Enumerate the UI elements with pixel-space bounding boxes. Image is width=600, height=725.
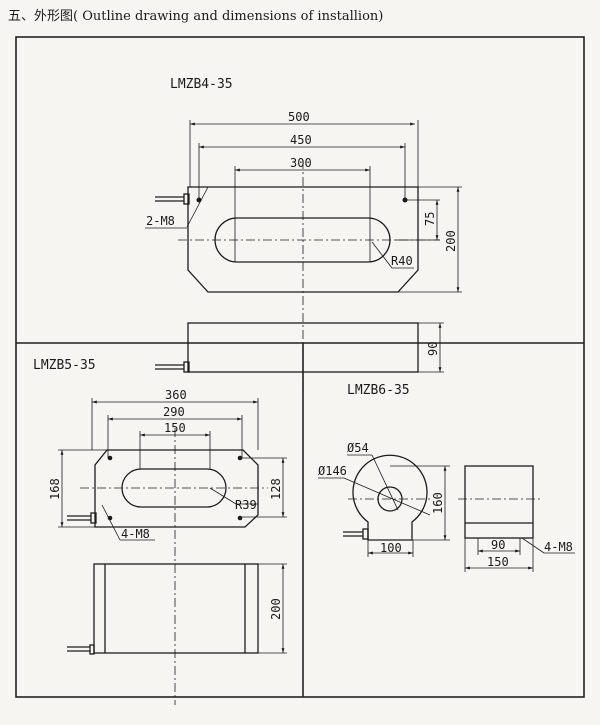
lmzb5-dim-360: 360 xyxy=(165,388,187,402)
page-title: 五、外形图( Outline drawing and dimensions of… xyxy=(8,9,384,24)
lmzb5-dim-128: 128 xyxy=(269,478,283,500)
lmzb4-side-view xyxy=(187,322,419,373)
lmzb5-drawing: LMZB5-35 360 290 150 168 128 R3 xyxy=(33,358,287,705)
lmzb4-holes: 2-M8 xyxy=(146,214,175,228)
lmzb6-holes: 4-M8 xyxy=(544,540,573,554)
lmzb6-body xyxy=(352,454,428,541)
lmzb5-body xyxy=(94,449,259,528)
lmzb4-dim-450: 450 xyxy=(290,133,312,147)
drawing-frame xyxy=(15,36,585,698)
terminal-icon xyxy=(362,528,369,540)
lmzb6-dim-100: 100 xyxy=(380,541,402,555)
lmzb6-drawing: LMZB6-35 160 100 Ø54 Ø146 90 150 xyxy=(318,383,575,572)
lmzb6-side-view xyxy=(464,465,534,539)
lmzb4-dim-300: 300 xyxy=(290,156,312,170)
lmzb4-dim-90: 90 xyxy=(426,342,440,356)
lmzb4-radius: R40 xyxy=(391,254,413,268)
lmzb5-radius: R39 xyxy=(235,498,257,512)
lmzb4-model-label: LMZB4-35 xyxy=(170,77,233,92)
terminal-icon xyxy=(183,193,190,205)
lmzb4-dim-200: 200 xyxy=(444,230,458,252)
lmzb6-dia-inner: Ø54 xyxy=(347,441,369,455)
lmzb5-dim-168: 168 xyxy=(48,478,62,500)
lmzb6-model-label: LMZB6-35 xyxy=(347,383,410,398)
lmzb4-dim-500: 500 xyxy=(288,110,310,124)
lmzb4-drawing: LMZB4-35 500 450 300 75 xyxy=(145,77,462,385)
lmzb5-model-label: LMZB5-35 xyxy=(33,358,96,373)
lmzb4-dim-75: 75 xyxy=(423,212,437,226)
lmzb5-dim-290: 290 xyxy=(163,405,185,419)
lmzb5-dim-200: 200 xyxy=(269,598,283,620)
lmzb5-holes: 4-M8 xyxy=(121,527,150,541)
lmzb6-dim-160: 160 xyxy=(431,492,445,514)
lmzb5-side-view xyxy=(93,563,259,654)
lmzb6-dim-150: 150 xyxy=(487,555,509,569)
lmzb6-dim-90: 90 xyxy=(491,538,505,552)
terminal-icon xyxy=(90,512,97,524)
lmzb6-dia-outer: Ø146 xyxy=(318,464,347,478)
